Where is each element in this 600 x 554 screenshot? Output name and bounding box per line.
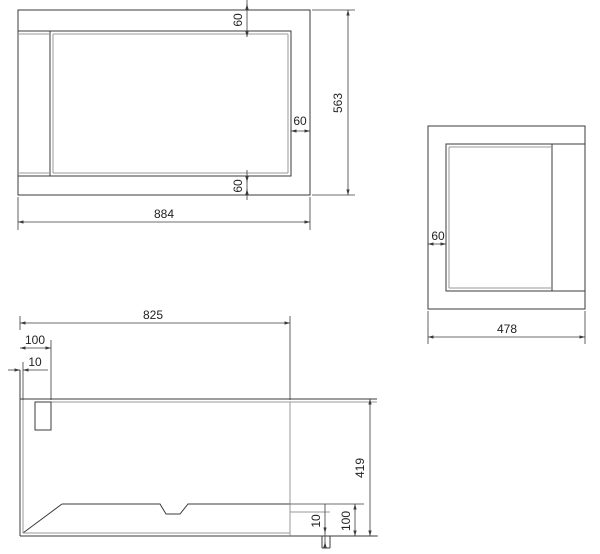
side-view-outline — [427, 125, 586, 310]
dim-side-rim: 60 — [428, 229, 446, 246]
dim-side-width-label: 478 — [497, 322, 517, 336]
dim-rim-thickness-label: 10 — [28, 355, 42, 369]
dim-rim-width: 100 — [20, 333, 52, 400]
top-view-basin — [17, 30, 292, 177]
dim-floor-thickness-label: 10 — [309, 514, 323, 528]
dim-width: 563 — [312, 9, 355, 196]
dim-length-label: 884 — [154, 207, 174, 221]
dim-floor-thickness: 10 — [309, 504, 327, 548]
dim-height: 419 — [290, 399, 378, 537]
dim-inner-length-label: 825 — [143, 308, 163, 322]
dim-rim-width-label: 100 — [25, 333, 45, 347]
dim-rim-thickness: 10 — [8, 355, 48, 400]
dim-rim-bottom: 60 — [231, 170, 249, 200]
dim-side-width: 478 — [427, 311, 586, 344]
dim-length: 884 — [17, 197, 311, 230]
front-view-floor — [62, 503, 291, 515]
dim-rim-right: 60 — [291, 114, 310, 133]
dim-height-label: 419 — [353, 458, 367, 478]
dim-rim-right-label: 60 — [293, 114, 307, 128]
dim-rim-top: 60 — [231, 0, 249, 37]
dim-side-rim-label: 60 — [431, 229, 445, 243]
side-view-basin — [445, 143, 586, 292]
top-view: 884 563 60 60 60 — [17, 0, 355, 230]
dim-rim-top-label: 60 — [231, 13, 245, 27]
top-view-outline — [17, 9, 311, 196]
dim-floor-height-label: 100 — [339, 511, 353, 531]
dim-floor-height: 100 — [290, 503, 364, 536]
side-view: 60 478 — [427, 125, 586, 344]
dim-inner-length: 825 — [19, 308, 291, 400]
front-view: 825 100 10 419 100 — [8, 308, 378, 549]
dim-width-label: 563 — [331, 93, 345, 113]
dim-rim-bottom-label: 60 — [231, 179, 245, 193]
front-view-head-block — [34, 401, 52, 431]
